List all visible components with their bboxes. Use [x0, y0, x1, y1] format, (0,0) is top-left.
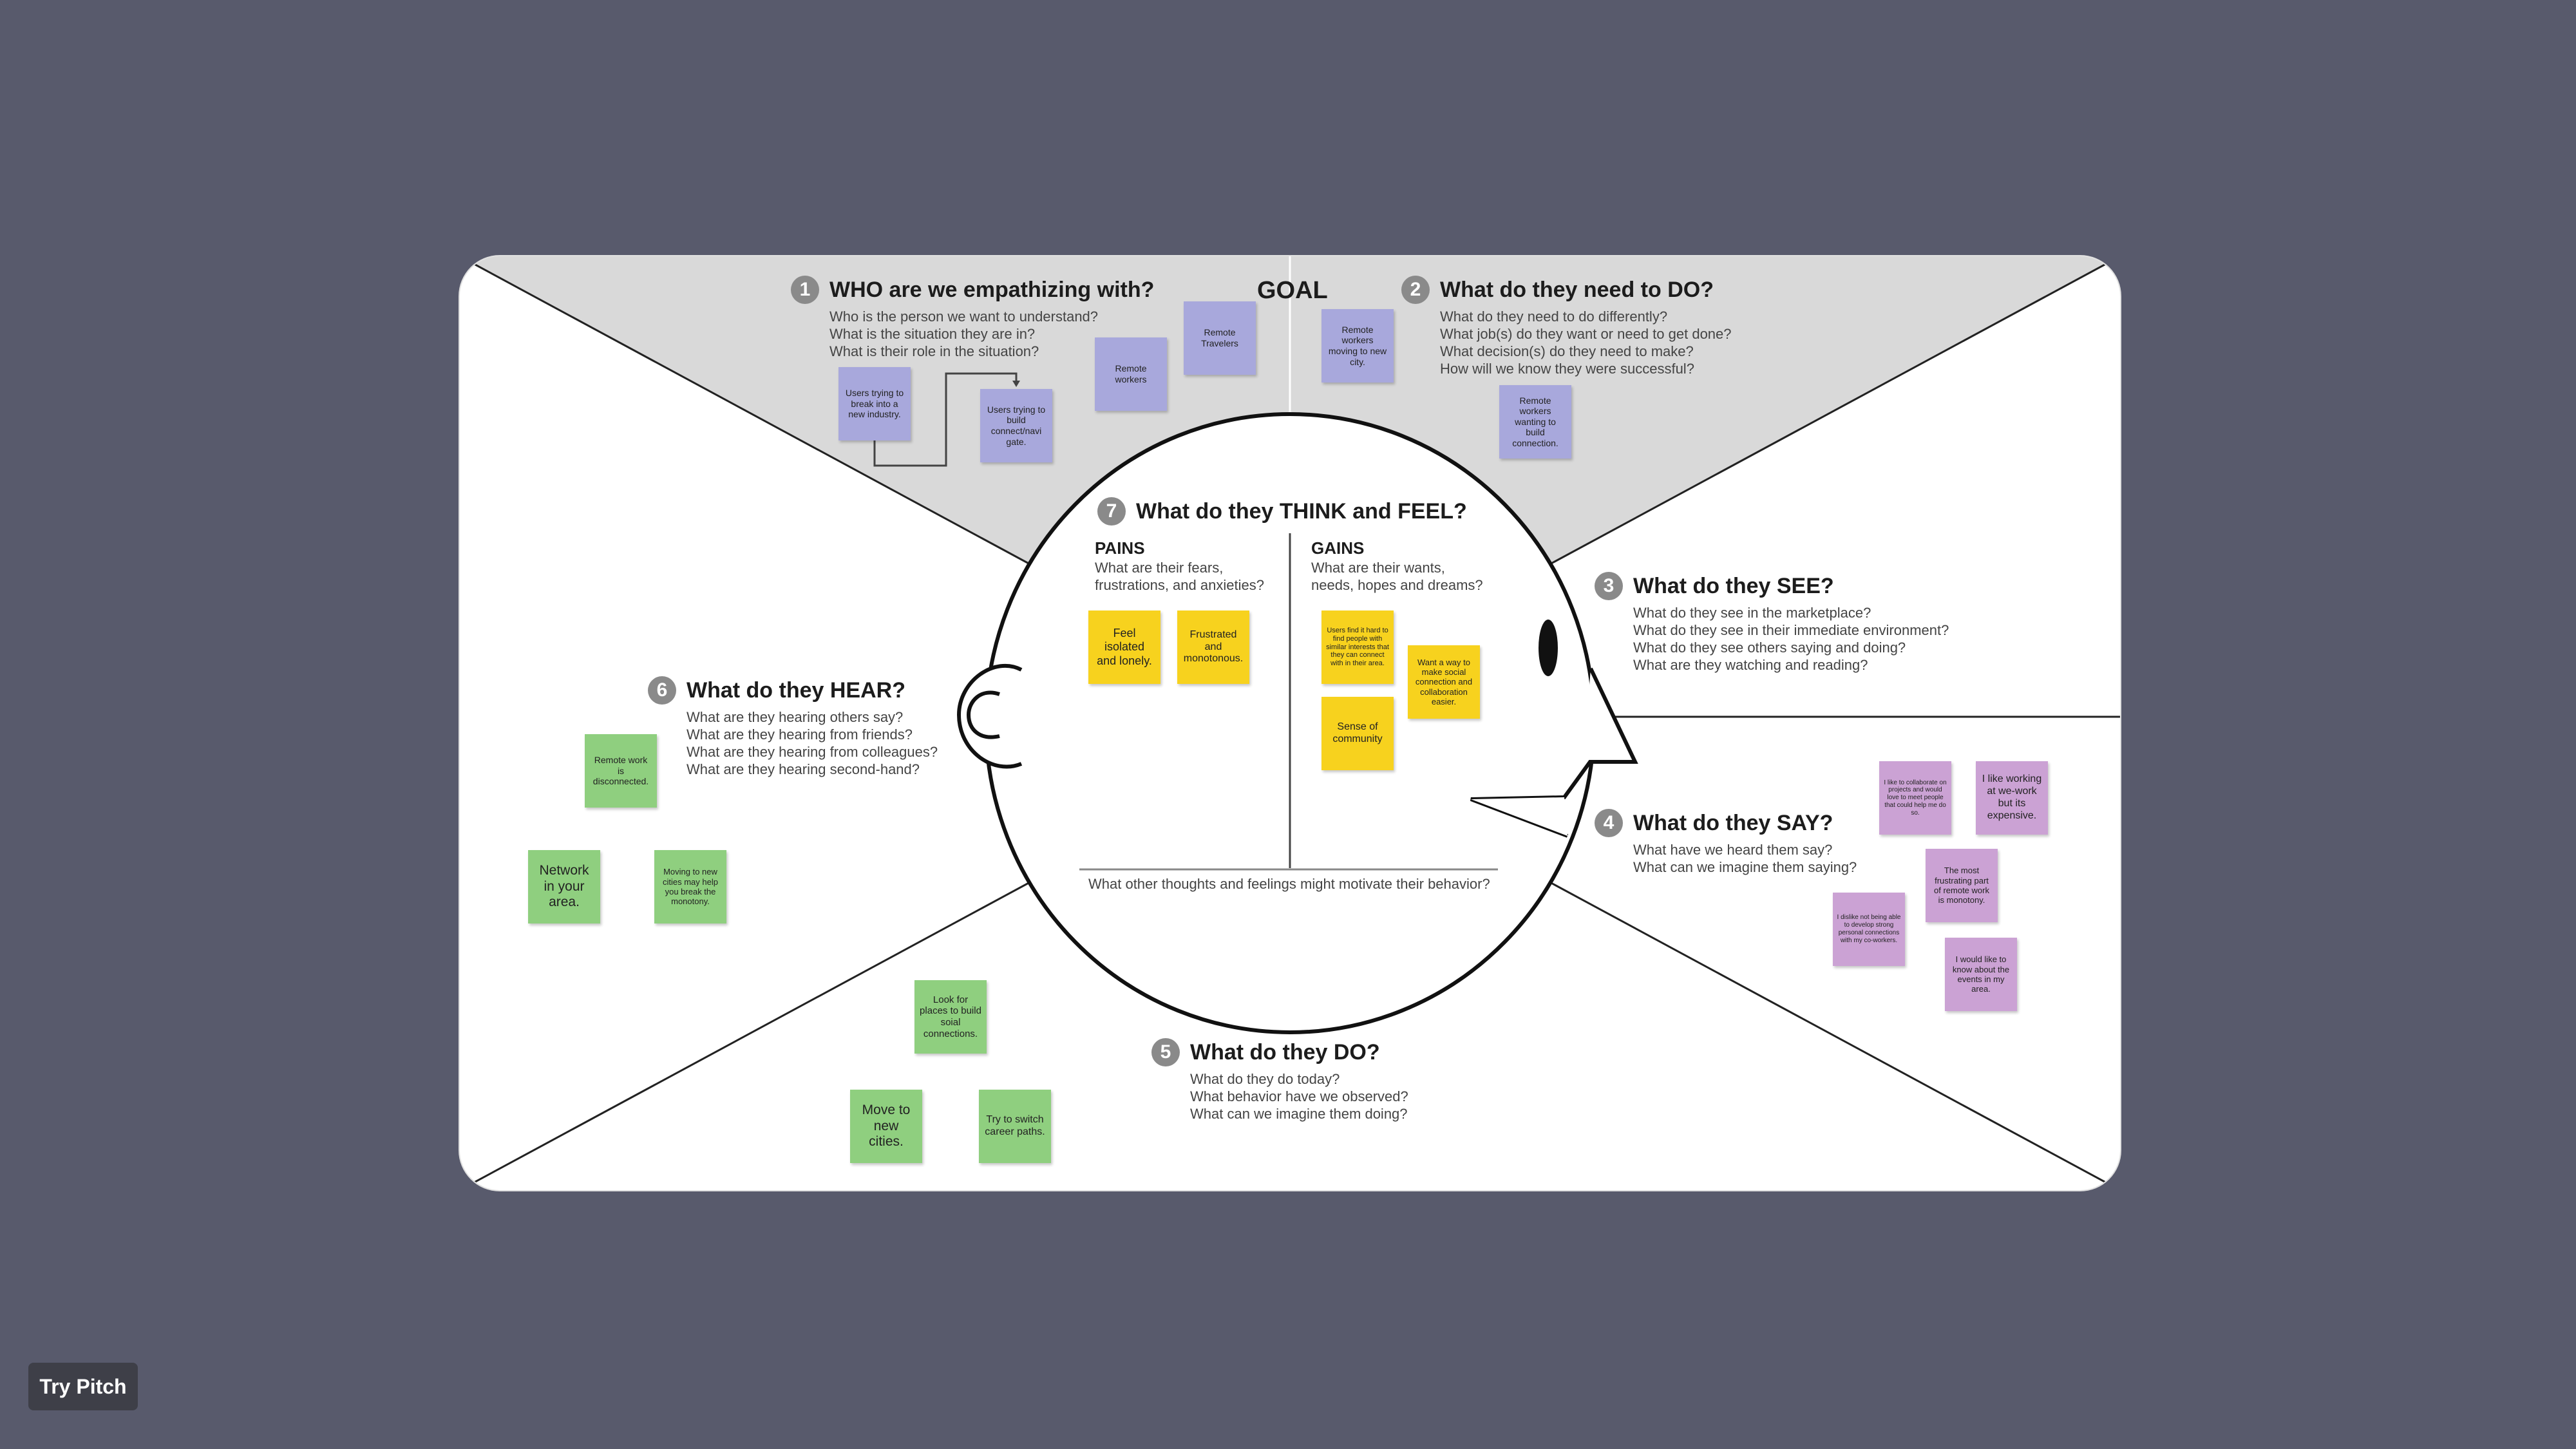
section-title: What do they need to DO? [1440, 277, 1714, 302]
empathy-map-board: GOAL 1 WHO are we empathizing with? Who i… [460, 256, 2120, 1190]
sticky-note[interactable]: Want a way to make social connection and… [1408, 645, 1480, 719]
sticky-note[interactable]: Sense of community [1321, 697, 1394, 770]
sticky-note[interactable]: Frustrated and monotonous. [1177, 611, 1249, 684]
sticky-note[interactable]: Users trying to break into a new industr… [838, 367, 911, 440]
question: How will we know they were successful? [1440, 361, 1694, 377]
question: What can we imagine them saying? [1633, 859, 1857, 875]
section-number: 2 [1401, 276, 1430, 304]
section-do-need: 2 What do they need to DO? What do they n… [1401, 276, 1732, 377]
sticky-note[interactable]: Feel isolated and lonely. [1088, 611, 1160, 684]
sticky-note[interactable]: Users find it hard to find people with s… [1321, 611, 1394, 684]
sticky-note[interactable]: The most frustrating part of remote work… [1926, 849, 1998, 922]
think-feel-bottom-question: What other thoughts and feelings might m… [1088, 876, 1490, 892]
try-pitch-button[interactable]: Try Pitch [28, 1363, 138, 1410]
question: What are they hearing others say? [687, 709, 904, 725]
sticky-note[interactable]: I like working at we-work but its expens… [1976, 761, 2048, 835]
question: What do they do today? [1190, 1071, 1340, 1087]
sticky-note[interactable]: Remote Travelers [1184, 301, 1256, 375]
section-title: WHO are we empathizing with? [829, 277, 1155, 302]
section-number: 3 [1595, 572, 1623, 600]
gains-title: GAINS [1311, 538, 1365, 558]
section-think-feel: 7 What do they THINK and FEEL? [1097, 497, 1467, 526]
empathy-map-outline [460, 256, 2120, 1190]
section-do-today: 5 What do they DO? What do they do today?… [1151, 1038, 1408, 1122]
section-title: What do they HEAR? [687, 677, 905, 703]
sticky-note[interactable]: Users trying to build connect/navi gate. [980, 389, 1052, 462]
gains-subtitle: What are their wants, needs, hopes and d… [1311, 560, 1483, 593]
question: What is their role in the situation? [829, 343, 1039, 359]
sticky-note[interactable]: I would like to know about the events in… [1945, 938, 2017, 1011]
sticky-note[interactable]: Look for places to build soial connectio… [914, 980, 987, 1054]
section-say: 4 What do they SAY? What have we heard th… [1595, 809, 1857, 876]
question: What do they see others saying and doing… [1633, 639, 1906, 656]
sticky-note[interactable]: Remote workers moving to new city. [1321, 309, 1394, 383]
pains-title: PAINS [1095, 538, 1145, 558]
question: What can we imagine them doing? [1190, 1106, 1408, 1122]
section-hear: 6 What do they HEAR? What are they hearin… [648, 676, 938, 778]
question: What are they hearing second-hand? [687, 761, 920, 777]
question: What behavior have we observed? [1190, 1088, 1408, 1104]
question: What job(s) do they want or need to get … [1440, 326, 1732, 342]
question: What decision(s) do they need to make? [1440, 343, 1694, 359]
sticky-note[interactable]: I dislike not being able to develop stro… [1833, 893, 1905, 966]
question: Who is the person we want to understand? [829, 308, 1099, 325]
section-number: 7 [1097, 497, 1126, 526]
question: What do they see in their immediate envi… [1633, 622, 1949, 638]
section-title: What do they SEE? [1633, 573, 1834, 598]
section-who: 1 WHO are we empathizing with? Who is the… [791, 276, 1154, 360]
sticky-note[interactable]: Move to new cities. [850, 1090, 922, 1163]
section-number: 1 [791, 276, 819, 304]
sticky-note[interactable]: Remote work is disconnected. [585, 734, 657, 808]
question: What have we heard them say? [1633, 842, 1833, 858]
question: What do they see in the marketplace? [1633, 605, 1871, 621]
section-number: 4 [1595, 809, 1623, 837]
sticky-note[interactable]: Remote workers wanting to build connecti… [1499, 385, 1571, 459]
question: What do they need to do differently? [1440, 308, 1668, 325]
section-title: What do they THINK and FEEL? [1136, 498, 1467, 524]
question: What is the situation they are in? [829, 326, 1036, 342]
sticky-note[interactable]: Remote workers [1095, 337, 1167, 411]
goal-label: GOAL [1257, 277, 1328, 304]
sticky-note[interactable]: I like to collaborate on projects and wo… [1879, 761, 1951, 835]
sticky-note[interactable]: Network in your area. [528, 850, 600, 923]
question: What are they hearing from friends? [687, 726, 913, 743]
question: What are they watching and reading? [1633, 657, 1868, 673]
pains-subtitle: What are their fears, frustrations, and … [1095, 560, 1264, 593]
section-see: 3 What do they SEE? What do they see in t… [1595, 572, 1949, 674]
sticky-note[interactable]: Try to switch career paths. [979, 1090, 1051, 1163]
section-title: What do they DO? [1190, 1039, 1380, 1065]
section-number: 5 [1151, 1038, 1180, 1066]
section-title: What do they SAY? [1633, 810, 1833, 835]
section-number: 6 [648, 676, 676, 705]
question: What are they hearing from colleagues? [687, 744, 938, 760]
sticky-note[interactable]: Moving to new cities may help you break … [654, 850, 726, 923]
